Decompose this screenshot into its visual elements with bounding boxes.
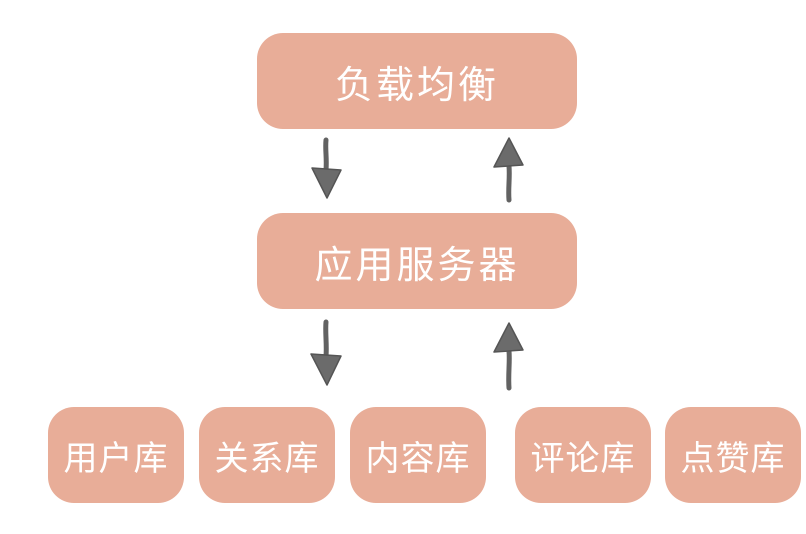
app-server-node: 应用服务器 xyxy=(257,213,577,309)
app-server-label: 应用服务器 xyxy=(314,242,520,287)
arrow-down-icon xyxy=(310,319,342,386)
arrow-up-icon xyxy=(493,322,524,391)
comment-db-label: 评论库 xyxy=(530,438,636,479)
load-balancer-label: 负载均衡 xyxy=(334,62,499,107)
relation-db-node: 关系库 xyxy=(199,407,335,503)
relation-db-label: 关系库 xyxy=(214,438,320,479)
content-db-label: 内容库 xyxy=(365,438,471,479)
content-db-node: 内容库 xyxy=(350,407,486,503)
user-db-node: 用户库 xyxy=(48,407,184,503)
comment-db-node: 评论库 xyxy=(515,407,651,503)
like-db-label: 点赞库 xyxy=(680,438,786,479)
arrow-down-icon xyxy=(311,137,342,199)
load-balancer-node: 负载均衡 xyxy=(257,33,577,129)
like-db-node: 点赞库 xyxy=(665,407,801,503)
arrow-up-icon xyxy=(493,137,524,203)
user-db-label: 用户库 xyxy=(63,438,169,479)
